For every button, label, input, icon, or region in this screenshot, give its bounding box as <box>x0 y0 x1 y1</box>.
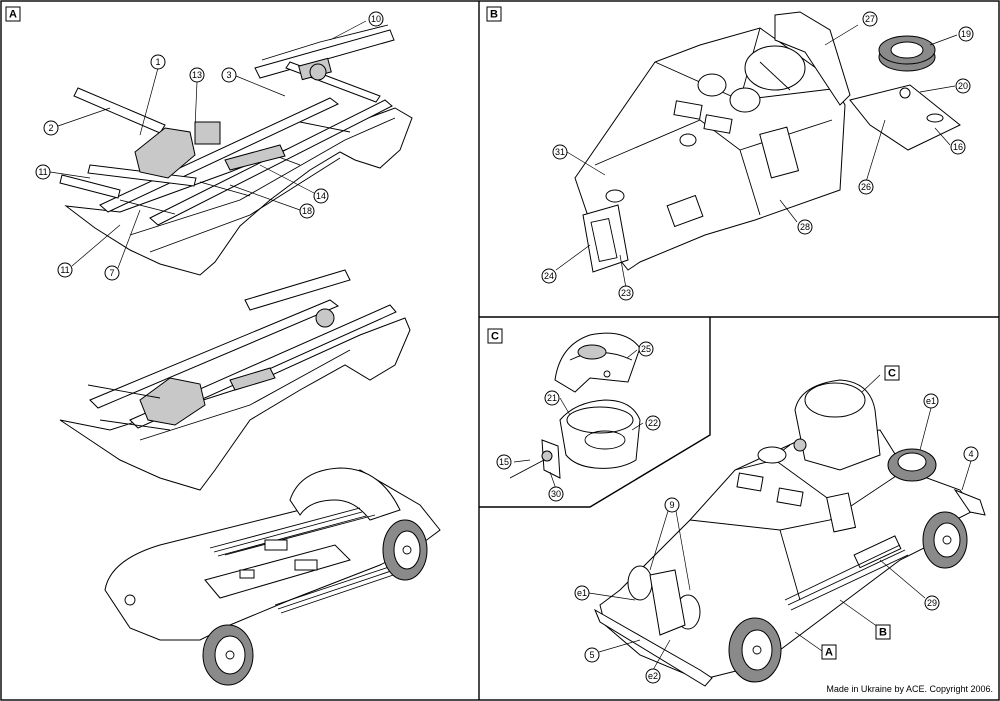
svg-text:11: 11 <box>60 265 69 275</box>
callout-11-top: 11 <box>35 164 51 180</box>
svg-text:19: 19 <box>961 29 971 39</box>
svg-text:5: 5 <box>589 650 594 660</box>
svg-text:A: A <box>9 9 17 21</box>
callout-19: 19 <box>958 26 974 42</box>
callout-e1-top: e1 <box>923 393 939 409</box>
svg-text:22: 22 <box>648 418 658 428</box>
svg-text:1: 1 <box>155 57 160 67</box>
callout-25: 25 <box>638 341 654 357</box>
svg-text:21: 21 <box>547 393 557 403</box>
callout-4: 4 <box>963 446 979 462</box>
svg-text:25: 25 <box>641 344 651 354</box>
callout-18: 18 <box>299 203 315 219</box>
svg-text:23: 23 <box>621 288 631 298</box>
callout-20: 20 <box>955 78 971 94</box>
svg-text:29: 29 <box>927 598 937 608</box>
svg-text:7: 7 <box>109 268 114 278</box>
callout-30: 30 <box>548 486 564 502</box>
callout-13: 13 <box>189 67 205 83</box>
final-assembly-drawing <box>588 374 986 687</box>
callout-e1-left: e1 <box>574 585 590 601</box>
callout-10: 10 <box>368 11 384 27</box>
assembly-ref-a: A <box>821 644 837 660</box>
svg-text:e2: e2 <box>648 671 658 681</box>
svg-text:3: 3 <box>226 70 231 80</box>
callout-22: 22 <box>645 415 661 431</box>
svg-text:30: 30 <box>551 489 561 499</box>
callout-15: 15 <box>496 454 512 470</box>
callout-16: 16 <box>950 139 966 155</box>
section-label-b: B <box>486 6 502 22</box>
callout-21: 21 <box>544 390 560 406</box>
callout-2: 2 <box>43 120 59 136</box>
chassis-exploded-drawing <box>49 20 413 276</box>
turret-parts-drawing <box>509 332 644 490</box>
svg-text:31: 31 <box>555 147 565 157</box>
svg-text:C: C <box>491 331 499 343</box>
callout-1: 1 <box>150 54 166 70</box>
callout-5: 5 <box>584 647 600 663</box>
callout-23: 23 <box>618 285 634 301</box>
section-label-a: A <box>5 6 21 22</box>
svg-text:18: 18 <box>302 206 312 216</box>
svg-text:2: 2 <box>48 123 53 133</box>
svg-text:e1: e1 <box>577 588 587 598</box>
svg-text:A: A <box>825 647 833 659</box>
svg-text:11: 11 <box>38 167 47 177</box>
callout-7: 7 <box>104 265 120 281</box>
svg-text:26: 26 <box>861 182 871 192</box>
assembly-ref-b: B <box>875 624 891 640</box>
svg-text:B: B <box>879 627 887 639</box>
svg-text:27: 27 <box>865 14 875 24</box>
svg-text:4: 4 <box>968 449 973 459</box>
callout-26: 26 <box>858 179 874 195</box>
svg-text:e1: e1 <box>926 396 936 406</box>
callout-3: 3 <box>221 67 237 83</box>
svg-text:20: 20 <box>958 81 968 91</box>
callout-29: 29 <box>924 595 940 611</box>
chassis-with-fenders-drawing <box>104 467 441 686</box>
svg-text:C: C <box>888 368 896 380</box>
assembly-ref-c: C <box>884 365 900 381</box>
callout-24: 24 <box>541 268 557 284</box>
svg-text:24: 24 <box>544 271 554 281</box>
callout-28: 28 <box>797 219 813 235</box>
svg-text:13: 13 <box>192 70 202 80</box>
svg-text:9: 9 <box>669 500 674 510</box>
svg-text:16: 16 <box>953 142 963 152</box>
svg-text:15: 15 <box>499 457 509 467</box>
callout-14: 14 <box>313 188 329 204</box>
chassis-assembled-drawing <box>59 269 411 491</box>
copyright-notice: Made in Ukraine by ACE. Copyright 2006. <box>826 684 993 694</box>
svg-text:10: 10 <box>371 14 381 24</box>
callout-31: 31 <box>552 144 568 160</box>
divider-section-c <box>479 317 711 508</box>
section-label-c: C <box>487 328 503 344</box>
svg-text:28: 28 <box>800 222 810 232</box>
callout-e2: e2 <box>645 668 661 684</box>
svg-text:14: 14 <box>316 191 326 201</box>
hull-exploded-drawing <box>555 11 961 289</box>
callout-11-bottom: 11 <box>57 262 73 278</box>
callout-9: 9 <box>664 497 680 513</box>
callout-27: 27 <box>862 11 878 27</box>
svg-text:B: B <box>490 9 498 21</box>
